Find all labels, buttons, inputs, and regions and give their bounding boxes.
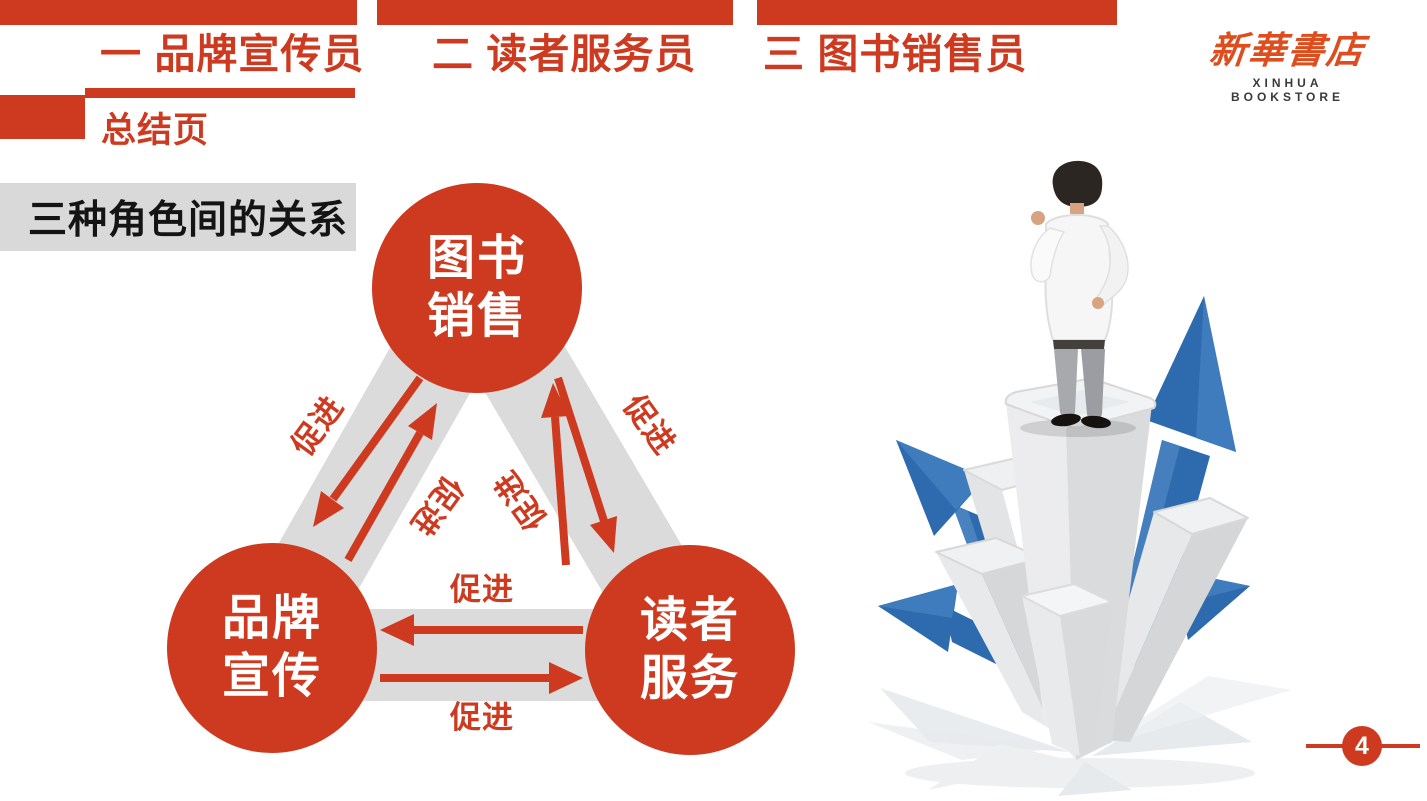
header-bar-1 [0, 0, 357, 25]
active-tab-underline [85, 88, 355, 98]
section-title-box: 三种角色间的关系 [0, 183, 356, 251]
node-brand-promotion: 品牌 宣传 [167, 543, 377, 753]
tab-reader-service[interactable]: 二 读者服务员 [432, 31, 697, 77]
node-label: 读者 [640, 594, 740, 647]
edge-label: 促进 [616, 388, 683, 461]
node-book-sales: 图书 销售 [372, 183, 582, 393]
header-bar-3 [757, 0, 1117, 25]
node-label: 品牌 [222, 592, 322, 645]
columns-3d [935, 378, 1249, 760]
page-number-badge: 4 [1342, 726, 1382, 766]
growth-illustration [868, 160, 1292, 796]
businessman-figure [1020, 160, 1136, 437]
edge-label: 促进 [449, 572, 514, 607]
node-label: 图书 [427, 232, 527, 285]
tab-book-seller[interactable]: 三 图书销售员 [763, 31, 1028, 77]
subtitle: 总结页 [101, 111, 210, 150]
page-marker-line-left [1306, 744, 1346, 748]
node-label: 宣传 [222, 650, 322, 703]
logo: 新華書店 XINHUA BOOKSTORE [1200, 26, 1375, 104]
floor-shards [868, 676, 1292, 796]
tab-brand-promoter[interactable]: 一 品牌宣传员 [100, 31, 365, 77]
header-bar-2 [377, 0, 733, 25]
subtitle-red-block [0, 95, 85, 139]
node-label: 服务 [640, 652, 740, 705]
section-title: 三种角色间的关系 [28, 199, 349, 242]
triangle-diagram: 促进 促进 促进 促进 促进 促进 图书 销售 品牌 宣传 读者 服务 [167, 183, 795, 755]
edge-label: 促进 [449, 700, 514, 735]
node-label: 销售 [427, 290, 527, 343]
logo-english: XINHUA BOOKSTORE [1230, 76, 1345, 104]
page-marker-line-right [1380, 744, 1420, 748]
diagram-arrows [313, 375, 617, 694]
node-reader-service: 读者 服务 [585, 545, 795, 755]
